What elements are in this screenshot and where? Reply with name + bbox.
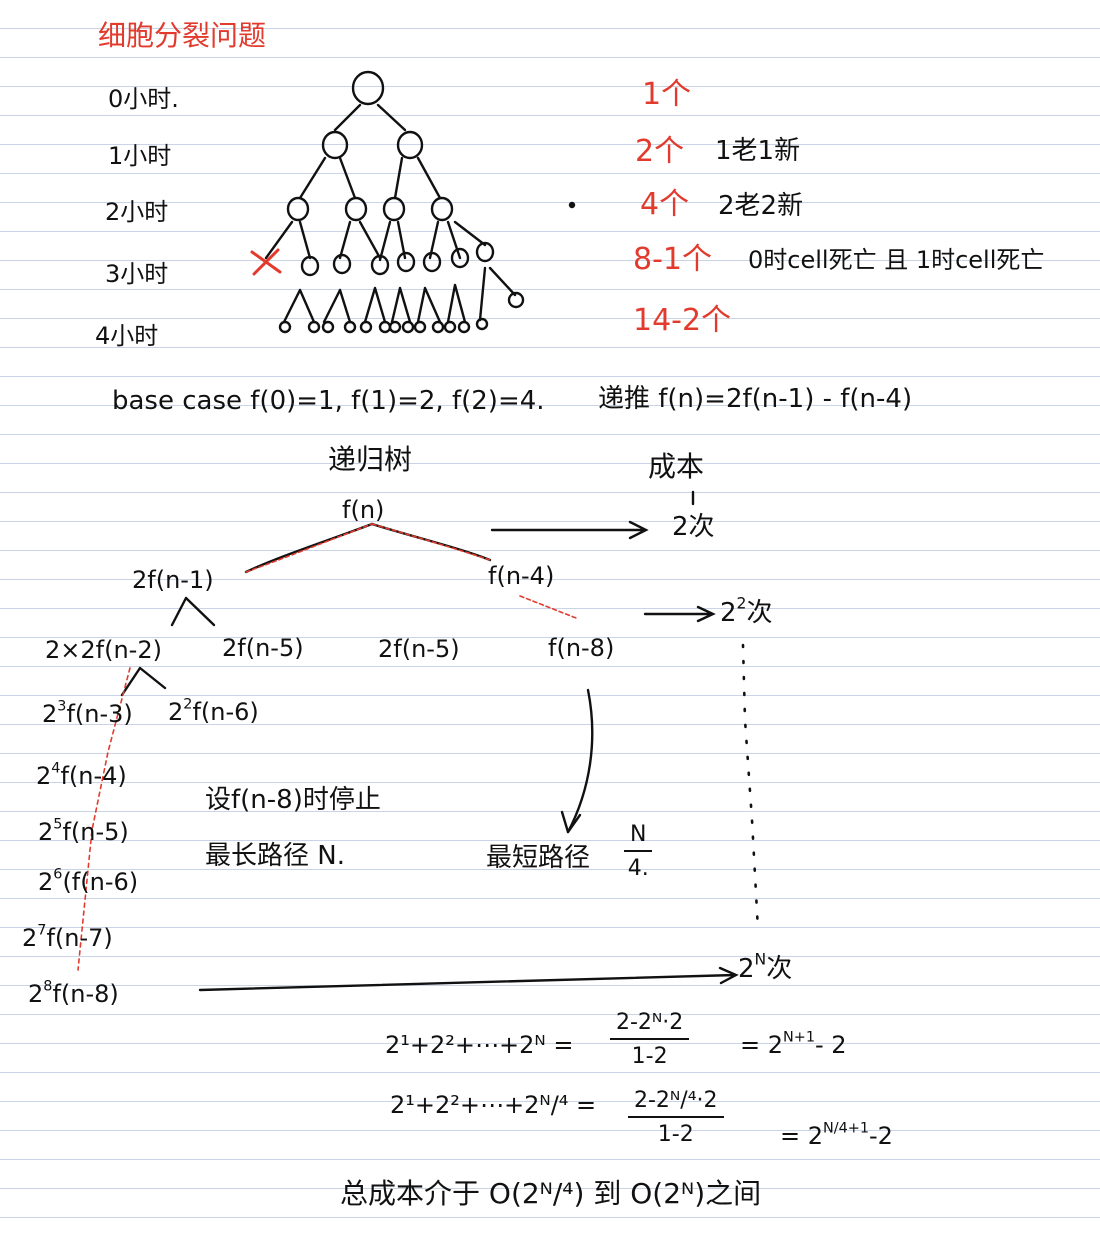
count-1-note: 1老1新 <box>715 136 801 166</box>
hour-label-4: 4小时 <box>95 322 159 350</box>
tree-node-l1-right: f(n-4) <box>488 562 555 590</box>
count-3-note: 0时cell死亡 且 1时cell死亡 <box>748 246 1045 274</box>
tree-node-l2-2: 2f(n-5) <box>378 635 460 663</box>
sum1-rhs: = 2N+1- 2 <box>740 1029 847 1059</box>
chain-term-4: 26(f(n-6) <box>38 866 139 896</box>
hour-label-3: 3小时 <box>105 260 169 288</box>
shortest-path-fraction: N 4. <box>624 822 653 881</box>
chain-term-6: 28f(n-8) <box>28 978 119 1008</box>
recursion-tree-title: 递归树 <box>328 443 413 476</box>
shortest-path: 最短路径 <box>486 843 591 873</box>
sum2-rhs: = 2N/4+1-2 <box>780 1120 893 1150</box>
sum1-fraction: 2-2ᴺ·2 1-2 <box>610 1010 690 1069</box>
cell-division-tree <box>250 70 576 334</box>
count-2-note: 2老2新 <box>718 191 804 221</box>
shortest-den: 4. <box>627 856 649 881</box>
count-0: 1个 <box>642 77 692 112</box>
stop-note: 设f(n-8)时停止 <box>205 785 381 815</box>
cost-level2: 22次 <box>720 596 773 628</box>
cell-root <box>351 70 385 106</box>
hour-label-2: 2小时 <box>105 198 169 226</box>
cost-level1: 2次 <box>672 512 715 542</box>
recurrence-formula: 递推 f(n)=2f(n-1) - f(n-4) <box>598 384 913 414</box>
hour-label-1: 1小时 <box>108 142 172 170</box>
cell-h1-a <box>321 130 349 160</box>
cost-level2-base: 2 <box>720 598 737 628</box>
count-2: 4个 <box>640 187 690 222</box>
cost-level2-suffix: 次 <box>746 598 773 628</box>
chain-term-2: 24f(n-4) <box>36 760 127 790</box>
tree-node-l2-1: 2f(n-5) <box>222 634 304 662</box>
chain-term-1: 22f(n-6) <box>168 696 259 726</box>
tree-node-l1-left: 2f(n-1) <box>132 566 214 594</box>
sum2-fraction: 2-2ᴺ/⁴·2 1-2 <box>628 1088 724 1147</box>
base-case: base case f(0)=1, f(1)=2, f(2)=4. <box>112 386 545 416</box>
cell-h1-b <box>396 130 424 160</box>
recursion-tree-edges <box>77 522 760 971</box>
tree-root: f(n) <box>342 496 385 524</box>
count-1: 2个 <box>635 134 685 169</box>
sum2-lhs: 2¹+2²+⋯+2ᴺ/⁴ = <box>390 1091 597 1119</box>
count-3: 8-1个 <box>633 242 712 277</box>
cost-final: 2N次 <box>738 950 793 984</box>
sum1-lhs: 2¹+2²+⋯+2ᴺ = <box>385 1031 574 1059</box>
hour-label-0: 0小时. <box>108 85 179 113</box>
cost-arrows <box>198 520 739 992</box>
chain-term-0: 23f(n-3) <box>42 698 133 728</box>
cost-label: 成本 <box>648 450 705 483</box>
cost-level2-exp: 2 <box>736 594 747 613</box>
page-title: 细胞分裂问题 <box>98 19 267 52</box>
chain-term-5: 27f(n-7) <box>22 922 113 952</box>
conclusion: 总成本介于 O(2ᴺ/⁴) 到 O(2ᴺ)之间 <box>340 1177 762 1210</box>
longest-path: 最长路径 N. <box>205 841 345 871</box>
tree-node-l2-3: f(n-8) <box>548 634 615 662</box>
shortest-num: N <box>624 822 653 852</box>
chain-term-3: 25f(n-5) <box>38 816 129 846</box>
count-4: 14-2个 <box>633 303 732 338</box>
tree-node-l2-0: 2×2f(n-2) <box>45 636 162 664</box>
